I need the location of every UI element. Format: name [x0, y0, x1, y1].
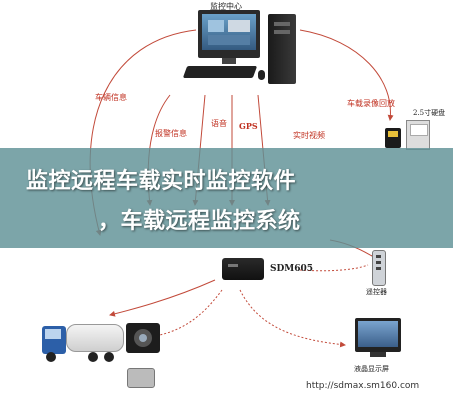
- pc-tower-icon: [268, 14, 296, 84]
- center-title: 监控中心: [210, 2, 242, 11]
- monitor-stand: [222, 58, 236, 64]
- sd-card-icon: [385, 128, 401, 148]
- banner-title-line1: 监控远程车载实时监控软件: [26, 169, 297, 194]
- monitor-icon: [198, 10, 260, 58]
- watermark-url: http://sdmax.sm160.com: [306, 381, 420, 391]
- title-banner: [0, 148, 453, 248]
- label-voice: 语音: [211, 119, 227, 128]
- keyboard-icon: [182, 66, 258, 78]
- lcd-stand: [370, 352, 386, 357]
- label-vehicle-playback: 车载录像回放: [347, 99, 395, 108]
- camera-icon: [126, 323, 160, 353]
- truck-icon: [42, 318, 124, 364]
- banner-title-line2: ，车载远程监控系统: [98, 209, 301, 234]
- label-live-video: 实时视频: [293, 131, 325, 140]
- hard-disk-icon: [406, 120, 430, 150]
- label-vehicle-info: 车辆信息: [95, 93, 127, 102]
- device-model-label: SDM605: [270, 264, 314, 274]
- label-sd-card: 2.5寸硬盘: [413, 109, 446, 117]
- remote-icon: [372, 250, 386, 286]
- label-remote: 遥控器: [366, 288, 387, 296]
- label-alarm-info: 报警信息: [155, 129, 187, 138]
- sensor-icon: [127, 368, 155, 388]
- sdm-device-icon: [222, 258, 264, 280]
- mouse-icon: [258, 70, 265, 80]
- label-gps: GPS: [239, 121, 258, 131]
- label-lcd-screen: 液晶显示屏: [354, 365, 389, 373]
- lcd-screen-icon: [355, 318, 401, 352]
